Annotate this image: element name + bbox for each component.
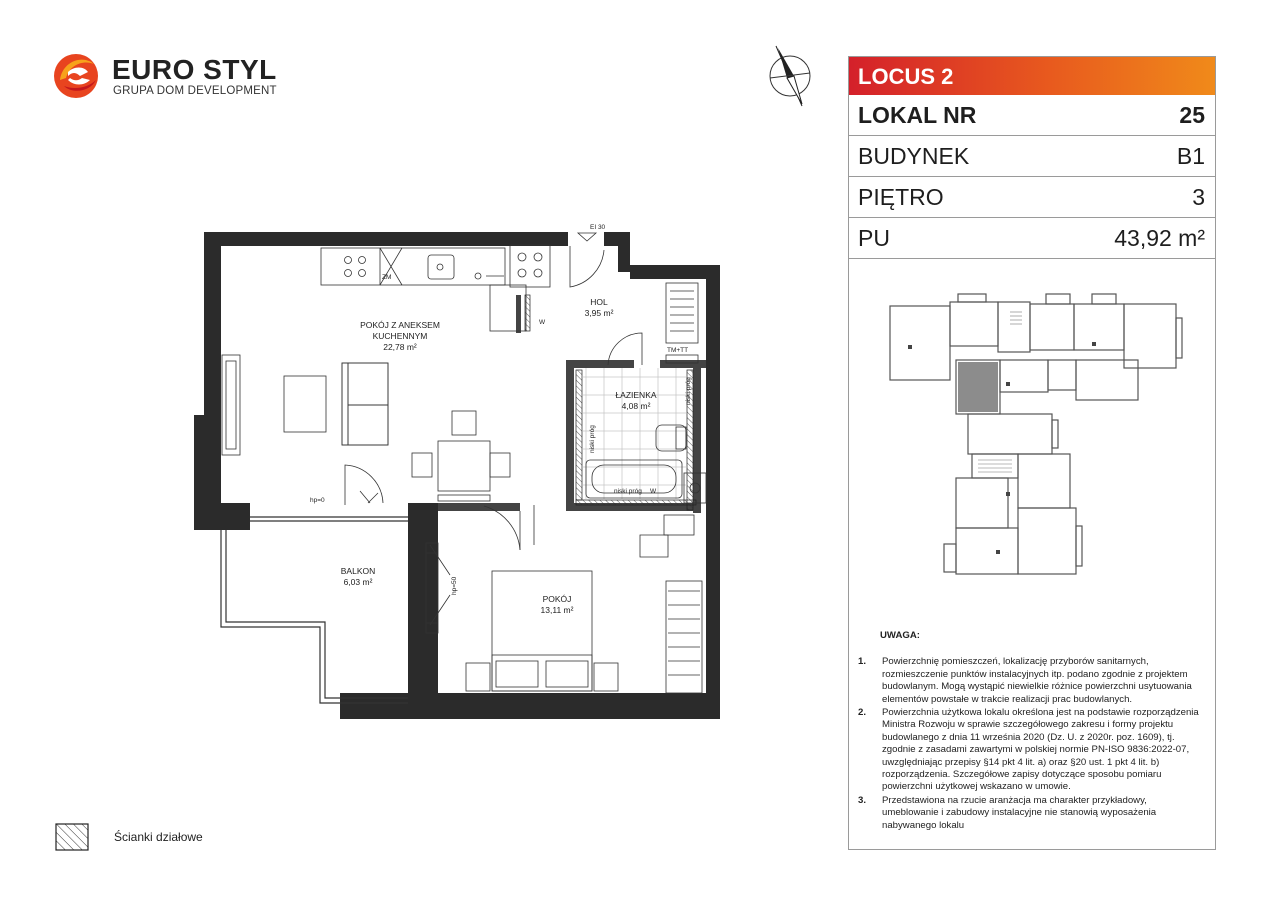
notes-section: UWAGA: 1. Powierzchnię pomieszczeń, loka…	[858, 630, 1206, 833]
room-bedroom-name: POKÓJ	[543, 594, 572, 604]
note-number: 1.	[858, 656, 867, 668]
room-living-name-2: KUCHENNYM	[373, 331, 428, 341]
apartment-info-box: LOCUS 2 LOKAL NR 25 BUDYNEK B1 PIĘTRO 3 …	[848, 56, 1216, 850]
installation-shaft	[665, 282, 707, 504]
brand-name: EURO STYL	[112, 54, 277, 85]
room-balcony-area: 6,03 m²	[344, 577, 373, 587]
balcony-outline	[220, 516, 408, 704]
floor-plan: POKÓJ Z ANEKSEM KUCHENNYM 22,78 m² HOL 3…	[194, 224, 720, 719]
info-value: 25	[1179, 101, 1205, 128]
note-text: Przedstawiona na rzucie aranżacja ma cha…	[882, 794, 1157, 831]
note-text: Powierzchnia użytkowa lokalu określona j…	[882, 707, 1199, 793]
bathroom-fixtures	[483, 332, 687, 551]
project-title: LOCUS 2	[849, 57, 1215, 95]
hp50-label: hp=50	[451, 576, 458, 595]
info-label: LOKAL NR	[858, 101, 977, 128]
room-bathroom-area: 4,08 m²	[622, 401, 651, 411]
info-value: 43,92 m²	[1114, 224, 1205, 251]
note-item: 3. Przedstawiona na rzucie aranżacja ma …	[858, 795, 1206, 832]
info-row-floor: PIĘTRO 3	[849, 177, 1215, 218]
door-rating-label: EI 30	[590, 224, 606, 231]
living-room-furniture	[221, 354, 511, 502]
room-living-name: POKÓJ Z ANEKSEM	[360, 320, 440, 330]
zm-label: ZM	[382, 274, 391, 281]
north-arrow-icon	[769, 45, 811, 107]
exterior-walls	[194, 232, 720, 719]
kitchen-counter	[320, 244, 551, 332]
info-row-unit: LOKAL NR 25	[849, 95, 1215, 136]
logo-mark-icon	[54, 54, 98, 98]
info-row-area: PU 43,92 m²	[849, 218, 1215, 259]
note-item: 1. Powierzchnię pomieszczeń, lokalizację…	[858, 656, 1206, 706]
note-text: Powierzchnię pomieszczeń, lokalizację pr…	[882, 656, 1192, 705]
room-hall-name: HOL	[590, 297, 608, 307]
notes-title: UWAGA:	[880, 630, 920, 641]
hp0-label: hp=0	[310, 497, 325, 504]
shaft-threshold-label: niski próg	[685, 377, 692, 405]
hatch-legend-icon	[55, 823, 89, 851]
euro-styl-logo: EURO STYL GRUPA DOM DEVELOPMENT	[52, 50, 292, 102]
info-value: B1	[1176, 142, 1205, 169]
brand-subtitle: GRUPA DOM DEVELOPMENT	[113, 85, 277, 97]
note-item: 2. Powierzchnia użytkowa lokalu określon…	[858, 707, 1206, 794]
bedroom-furniture	[465, 505, 703, 694]
interior-walls	[438, 295, 706, 513]
room-balcony-name: BALKON	[341, 566, 376, 576]
bath-w-label: W	[650, 488, 657, 495]
info-value: 3	[1192, 183, 1205, 210]
kitchen-w-label: W	[539, 319, 546, 326]
note-number: 2.	[858, 707, 867, 719]
tm-tt-label: TM+TT	[667, 347, 688, 354]
room-living-area: 22,78 m²	[383, 342, 417, 352]
building-key-plan	[889, 293, 1183, 575]
info-label: PU	[858, 224, 890, 251]
bathroom-threshold-label: niski próg	[614, 488, 642, 495]
room-hall-area: 3,95 m²	[585, 308, 614, 318]
hall-threshold-label: niski próg	[589, 425, 596, 453]
note-number: 3.	[858, 794, 867, 806]
info-label: PIĘTRO	[858, 183, 944, 210]
info-label: BUDYNEK	[858, 142, 970, 169]
room-bedroom-area: 13,11 m²	[541, 605, 574, 615]
highlighted-unit	[958, 362, 998, 412]
info-row-building: BUDYNEK B1	[849, 136, 1215, 177]
legend-label: Ścianki działowe	[114, 830, 203, 844]
room-bathroom-name: ŁAZIENKA	[615, 390, 656, 400]
